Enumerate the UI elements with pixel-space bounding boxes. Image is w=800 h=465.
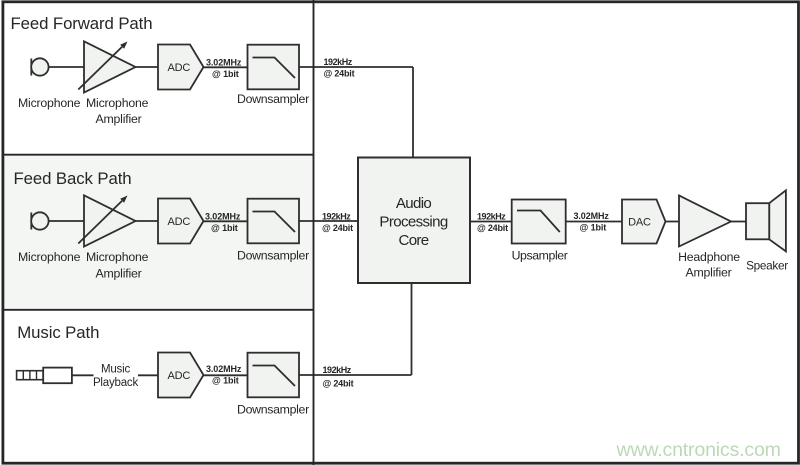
svg-text:Processing: Processing: [379, 213, 447, 230]
svg-text:Amplifier: Amplifier: [96, 266, 142, 280]
svg-text:3.02MHz: 3.02MHz: [206, 58, 242, 68]
svg-text:Microphone: Microphone: [86, 250, 149, 264]
svg-text:Core: Core: [398, 232, 428, 249]
svg-text:Microphone: Microphone: [18, 96, 81, 110]
svg-text:Speaker: Speaker: [746, 259, 788, 273]
svg-text:192kHz: 192kHz: [322, 212, 351, 222]
svg-text:Upsampler: Upsampler: [512, 249, 568, 263]
svg-text:www.cntronics.com: www.cntronics.com: [616, 439, 781, 461]
svg-text:ADC: ADC: [167, 62, 190, 74]
svg-text:3.02MHz: 3.02MHz: [574, 211, 610, 221]
svg-text:Microphone: Microphone: [18, 250, 81, 264]
svg-text:3.02MHz: 3.02MHz: [205, 212, 241, 222]
svg-text:Feed Forward Path: Feed Forward Path: [11, 14, 153, 33]
svg-text:Playback: Playback: [93, 377, 139, 389]
svg-text:ADC: ADC: [167, 370, 190, 382]
svg-text:Headphone: Headphone: [678, 250, 740, 264]
svg-text:3.02MHz: 3.02MHz: [206, 364, 242, 374]
svg-text:Microphone: Microphone: [86, 96, 149, 110]
svg-text:@ 1bit: @ 1bit: [580, 223, 607, 233]
svg-text:@ 1bit: @ 1bit: [211, 223, 238, 233]
svg-text:Downsampler: Downsampler: [237, 92, 309, 106]
svg-text:Amplifier: Amplifier: [685, 266, 731, 280]
svg-text:Music: Music: [101, 363, 130, 375]
svg-text:@ 24bit: @ 24bit: [323, 378, 354, 388]
svg-text:Feed Back Path: Feed Back Path: [14, 169, 132, 188]
svg-text:ADC: ADC: [167, 216, 190, 228]
svg-text:Amplifier: Amplifier: [96, 112, 142, 126]
svg-text:192kHz: 192kHz: [477, 212, 506, 222]
svg-text:192kHz: 192kHz: [323, 365, 352, 375]
svg-text:@ 24bit: @ 24bit: [322, 223, 353, 233]
svg-text:@ 24bit: @ 24bit: [477, 223, 508, 233]
svg-text:@ 1bit: @ 1bit: [212, 69, 239, 79]
svg-text:Downsampler: Downsampler: [237, 402, 309, 416]
svg-text:@ 1bit: @ 1bit: [212, 376, 239, 386]
svg-text:@ 24bit: @ 24bit: [324, 69, 355, 79]
svg-text:DAC: DAC: [628, 217, 651, 229]
svg-text:192kHz: 192kHz: [324, 57, 353, 67]
svg-text:Audio: Audio: [396, 195, 432, 212]
svg-text:Downsampler: Downsampler: [237, 248, 309, 262]
svg-text:Music Path: Music Path: [17, 323, 99, 342]
